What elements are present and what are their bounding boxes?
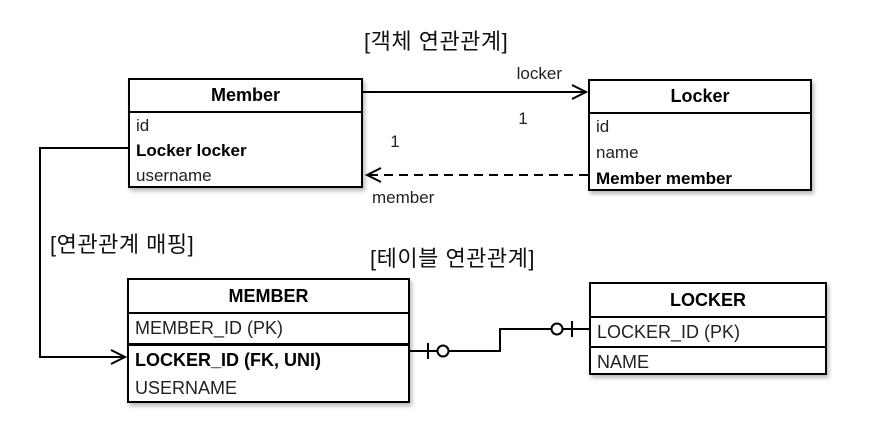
locker-field-name: name <box>596 143 639 162</box>
locker-edge-multiplicity: 1 <box>518 109 528 128</box>
member-db-table: MEMBER MEMBER_ID (PK) LOCKER_ID (FK, UNI… <box>127 278 410 403</box>
locker-db-row-name: NAME <box>597 352 650 372</box>
member-edge-label: member <box>372 188 435 207</box>
locker-db-table: LOCKER LOCKER_ID (PK) NAME <box>589 282 827 375</box>
locker-class-box: Locker id name Member member <box>588 79 812 191</box>
association-mapping-title: [연관관계 매핑] <box>50 232 195 257</box>
locker-class-title: Locker <box>590 81 810 114</box>
member-field-locker: Locker locker <box>136 140 247 160</box>
member-db-pk-separator <box>129 343 408 346</box>
member-class-title: Member <box>130 80 361 113</box>
member-db-row-locker-id: LOCKER_ID (FK, UNI) <box>135 349 321 370</box>
table-relationship-connector <box>410 321 589 359</box>
member-field-id: id <box>136 115 150 135</box>
locker-field-id: id <box>596 117 610 136</box>
member-association-dashed-arrow <box>364 167 588 183</box>
object-association-title: [객체 연관관계] <box>364 29 509 54</box>
member-edge-multiplicity: 1 <box>390 132 400 151</box>
locker-db-table-title: LOCKER <box>591 284 825 318</box>
locker-field-member: Member member <box>596 169 733 188</box>
member-db-row-username: USERNAME <box>135 378 238 398</box>
member-class-box: Member id Locker locker username <box>128 78 363 188</box>
member-field-username: username <box>136 165 212 185</box>
table-association-title: [테이블 연관관계] <box>370 246 536 271</box>
locker-association-arrow <box>363 84 589 100</box>
member-db-row-member-id: MEMBER_ID (PK) <box>135 318 284 338</box>
locker-db-row-locker-id: LOCKER_ID (PK) <box>591 318 825 348</box>
locker-edge-label: locker <box>516 64 562 83</box>
member-db-table-title: MEMBER <box>129 280 408 314</box>
